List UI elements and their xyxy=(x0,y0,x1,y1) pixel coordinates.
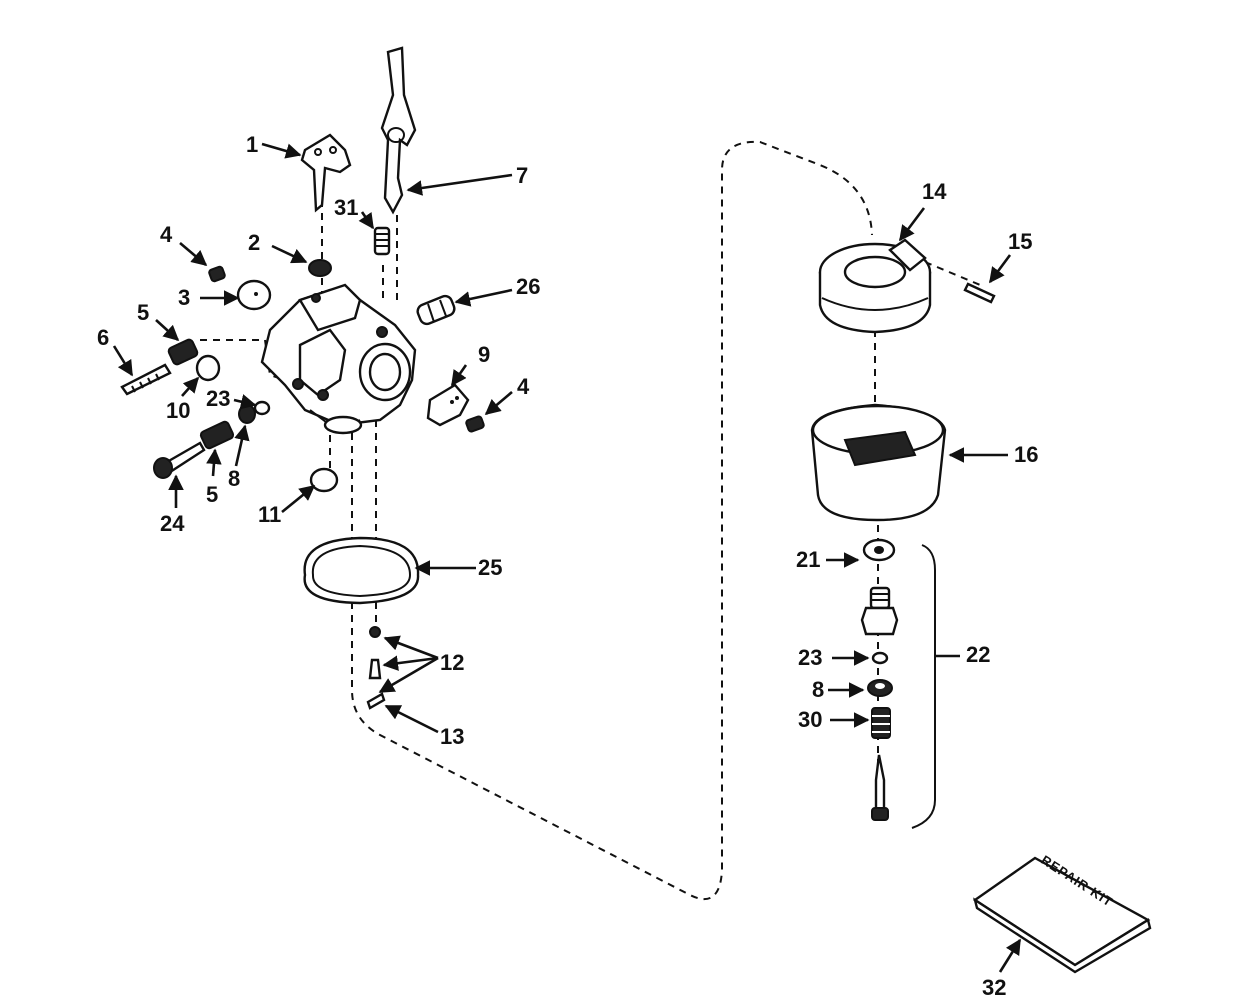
fitting-26-part xyxy=(416,294,456,326)
spring-2-part xyxy=(308,259,332,277)
gasket-10-part xyxy=(195,354,221,382)
label-part-4-right: 4 xyxy=(517,374,530,399)
label-part-12: 12 xyxy=(440,650,464,675)
oring-8-right-part xyxy=(867,679,893,697)
label-part-16: 16 xyxy=(1014,442,1038,467)
label-part-22: 22 xyxy=(966,642,990,667)
choke-lever-part xyxy=(380,46,417,215)
label-part-23-right: 23 xyxy=(798,645,822,670)
part-labels: 1 7 31 2 4 3 26 5 6 10 23 9 4 8 5 24 11 … xyxy=(97,132,1038,1000)
needle-6-part xyxy=(120,363,172,396)
label-part-11: 11 xyxy=(258,502,281,527)
plug-11-part xyxy=(309,467,339,493)
label-part-8-right: 8 xyxy=(812,677,824,702)
washer-21-part xyxy=(862,538,896,562)
screw-24-part xyxy=(153,441,206,479)
leader-arrows xyxy=(112,142,1022,973)
repair-kit-part: REPAIR KIT xyxy=(972,852,1152,974)
spring-31-part xyxy=(373,226,391,256)
label-part-1: 1 xyxy=(246,132,258,157)
carburetor-body-part xyxy=(260,283,417,435)
bowl-16-part xyxy=(810,403,947,522)
label-part-8-left: 8 xyxy=(228,466,240,491)
throttle-lever-part xyxy=(300,133,352,213)
screw-4-top-part xyxy=(208,265,226,283)
label-part-4-top: 4 xyxy=(160,222,173,247)
shaft-dashed-line xyxy=(382,215,398,300)
plate-9-part xyxy=(426,383,470,427)
spring-30-part xyxy=(871,707,891,739)
pin-dashed-line xyxy=(924,261,986,288)
fitting-5-lower-part xyxy=(199,420,235,450)
label-part-3: 3 xyxy=(178,285,190,310)
label-part-5-upper: 5 xyxy=(137,300,149,325)
washer-23-left-part xyxy=(253,400,271,416)
needle-screw-part xyxy=(871,754,889,821)
label-part-7: 7 xyxy=(516,163,528,188)
label-part-9: 9 xyxy=(478,342,490,367)
label-part-24: 24 xyxy=(160,511,185,536)
clip-13-part xyxy=(366,692,386,710)
label-part-10: 10 xyxy=(166,398,190,423)
label-part-15: 15 xyxy=(1008,229,1032,254)
label-part-2: 2 xyxy=(248,230,260,255)
label-part-21: 21 xyxy=(796,547,820,572)
bowl-route-dashed-line xyxy=(351,140,873,901)
gasket-25-part xyxy=(303,536,420,605)
float-14-part xyxy=(818,238,932,334)
label-part-32: 32 xyxy=(982,975,1006,1000)
label-part-26: 26 xyxy=(516,274,540,299)
screw-4-right-part xyxy=(465,415,485,433)
washer-23-right-part xyxy=(871,651,889,665)
fitting-5-upper-part xyxy=(167,338,199,366)
label-part-6: 6 xyxy=(97,325,109,350)
label-part-13: 13 xyxy=(440,724,464,749)
parts-12-group xyxy=(368,626,382,680)
disc-3-part xyxy=(236,279,272,311)
pin-15-part xyxy=(963,282,996,304)
label-part-5-lower: 5 xyxy=(206,482,218,507)
oring-8-left-part xyxy=(238,404,256,424)
label-part-23-left: 23 xyxy=(206,386,230,411)
label-part-30: 30 xyxy=(798,707,822,732)
label-part-31: 31 xyxy=(334,195,358,220)
nozzle-22-part xyxy=(860,586,899,636)
bracket-22 xyxy=(911,544,936,829)
label-part-14: 14 xyxy=(922,179,947,204)
label-part-25: 25 xyxy=(478,555,502,580)
